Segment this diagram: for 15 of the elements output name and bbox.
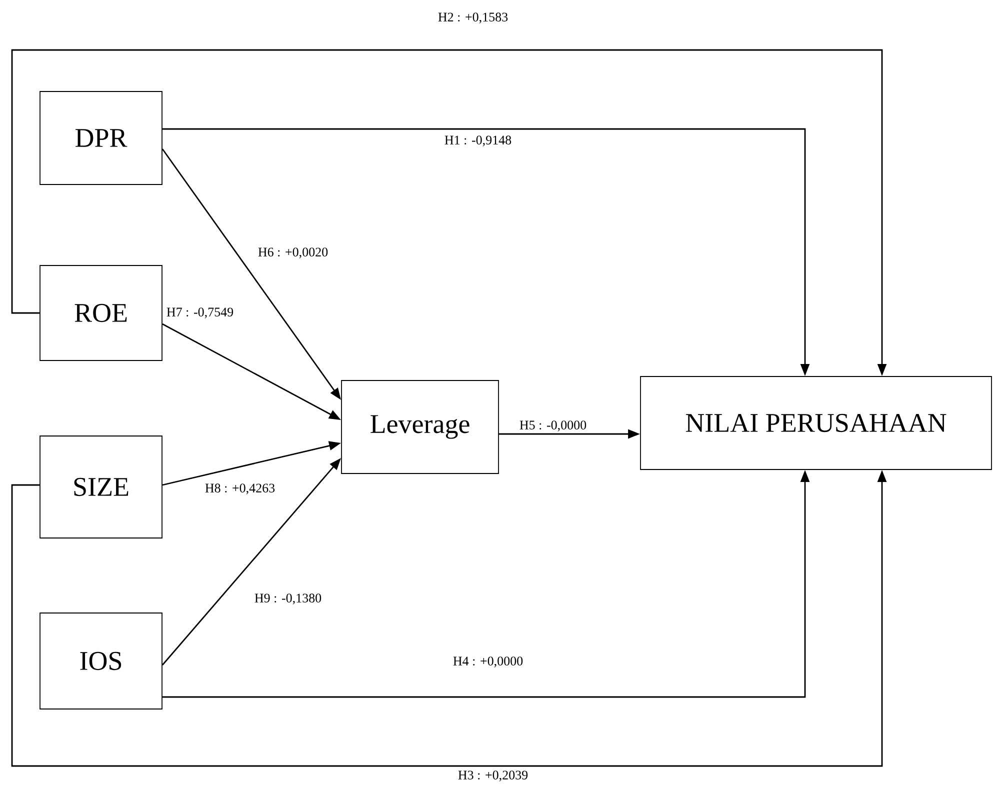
variable-box: Leverage (341, 380, 499, 474)
variable-box: SIZE (40, 436, 162, 538)
edge-label: H2 : +0,1583 (436, 12, 510, 24)
edge-label: H7 : -0,7549 (165, 306, 235, 320)
variable-box: NILAI PERUSAHAAN (640, 376, 992, 470)
edge-label: H4 : +0,0000 (452, 656, 524, 668)
edge-label: H3 : +0,2039 (456, 770, 530, 782)
edge-label: H9 : -0,1380 (253, 592, 323, 606)
edge-label: H8 : +0,4263 (204, 482, 276, 496)
edge-label: H1 : -0,9148 (443, 134, 513, 148)
edge-label: H6 : +0,0020 (256, 246, 330, 260)
variable-box: DPR (40, 91, 162, 185)
edge-label: H5 : -0,0000 (518, 420, 588, 432)
variable-box: IOS (40, 612, 162, 710)
variable-box: ROE (40, 265, 162, 361)
